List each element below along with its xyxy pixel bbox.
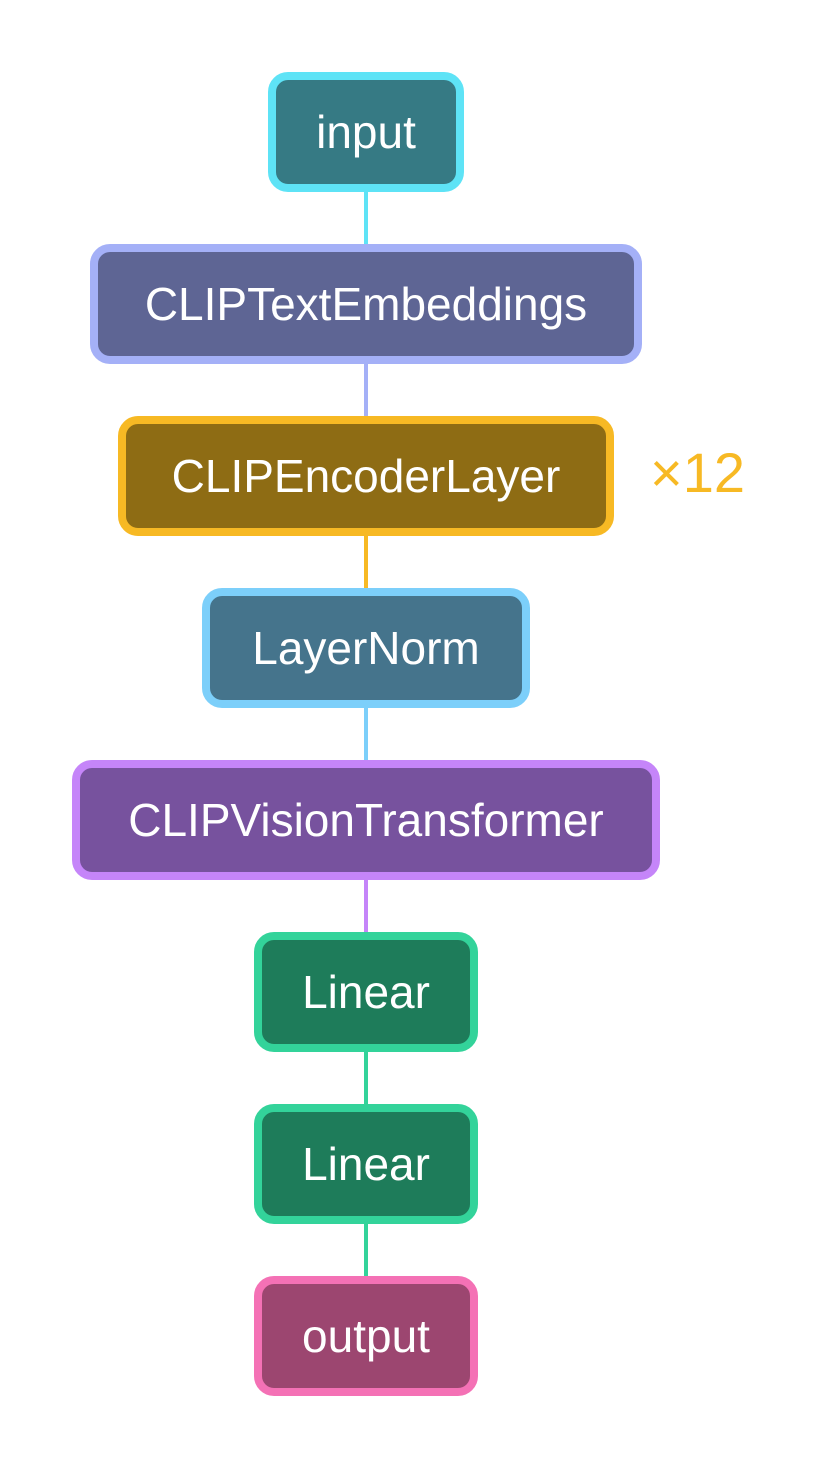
node-clip-text-embeddings: CLIPTextEmbeddings bbox=[90, 244, 642, 364]
edge-input-to-embeddings bbox=[364, 188, 368, 248]
edge-linear-to-linear bbox=[364, 1048, 368, 1108]
edge-layernorm-to-vision bbox=[364, 704, 368, 764]
node-output: output bbox=[254, 1276, 478, 1396]
edge-encoder-to-layernorm bbox=[364, 532, 368, 592]
repeat-count-label: ×12 bbox=[650, 441, 745, 504]
edge-embeddings-to-encoder bbox=[364, 360, 368, 420]
edge-linear-to-output bbox=[364, 1220, 368, 1280]
node-linear-2: Linear bbox=[254, 1104, 478, 1224]
node-clip-vision-transformer: CLIPVisionTransformer bbox=[72, 760, 660, 880]
edge-vision-to-linear bbox=[364, 876, 368, 936]
node-clip-encoder-layer: CLIPEncoderLayer bbox=[118, 416, 614, 536]
node-input: input bbox=[268, 72, 464, 192]
node-layer-norm: LayerNorm bbox=[202, 588, 530, 708]
node-linear-1: Linear bbox=[254, 932, 478, 1052]
